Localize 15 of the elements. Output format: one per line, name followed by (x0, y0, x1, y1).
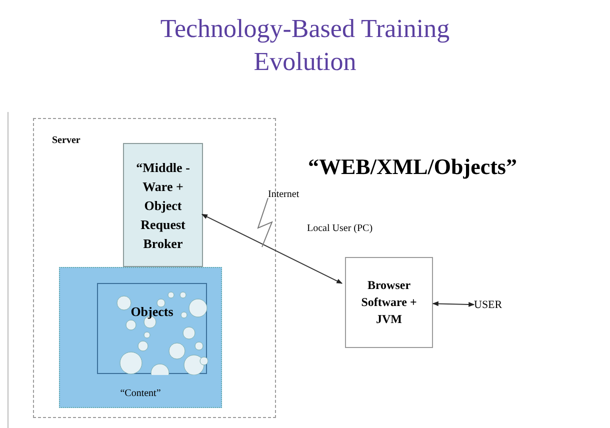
node-title: “Content” (119, 387, 162, 401)
heading-label: “WEB/XML/Objects” (308, 153, 517, 181)
node-title: Objects (130, 303, 174, 321)
network-label: Internet (268, 188, 300, 202)
node-text: “Middle - Ware + Object Request Broker (135, 158, 191, 252)
node-title: Server (52, 134, 80, 148)
browser-box (345, 257, 433, 348)
location-label: Local User (PC) (307, 222, 373, 236)
arrow (432, 301, 475, 307)
node-text: USER (474, 298, 502, 313)
diagram-title: Technology-Based Training Evolution (159, 13, 451, 78)
content-area (59, 267, 222, 408)
middleware-box (123, 143, 203, 267)
arrow (201, 214, 343, 284)
node-text: Browser Software + JVM (360, 277, 418, 328)
